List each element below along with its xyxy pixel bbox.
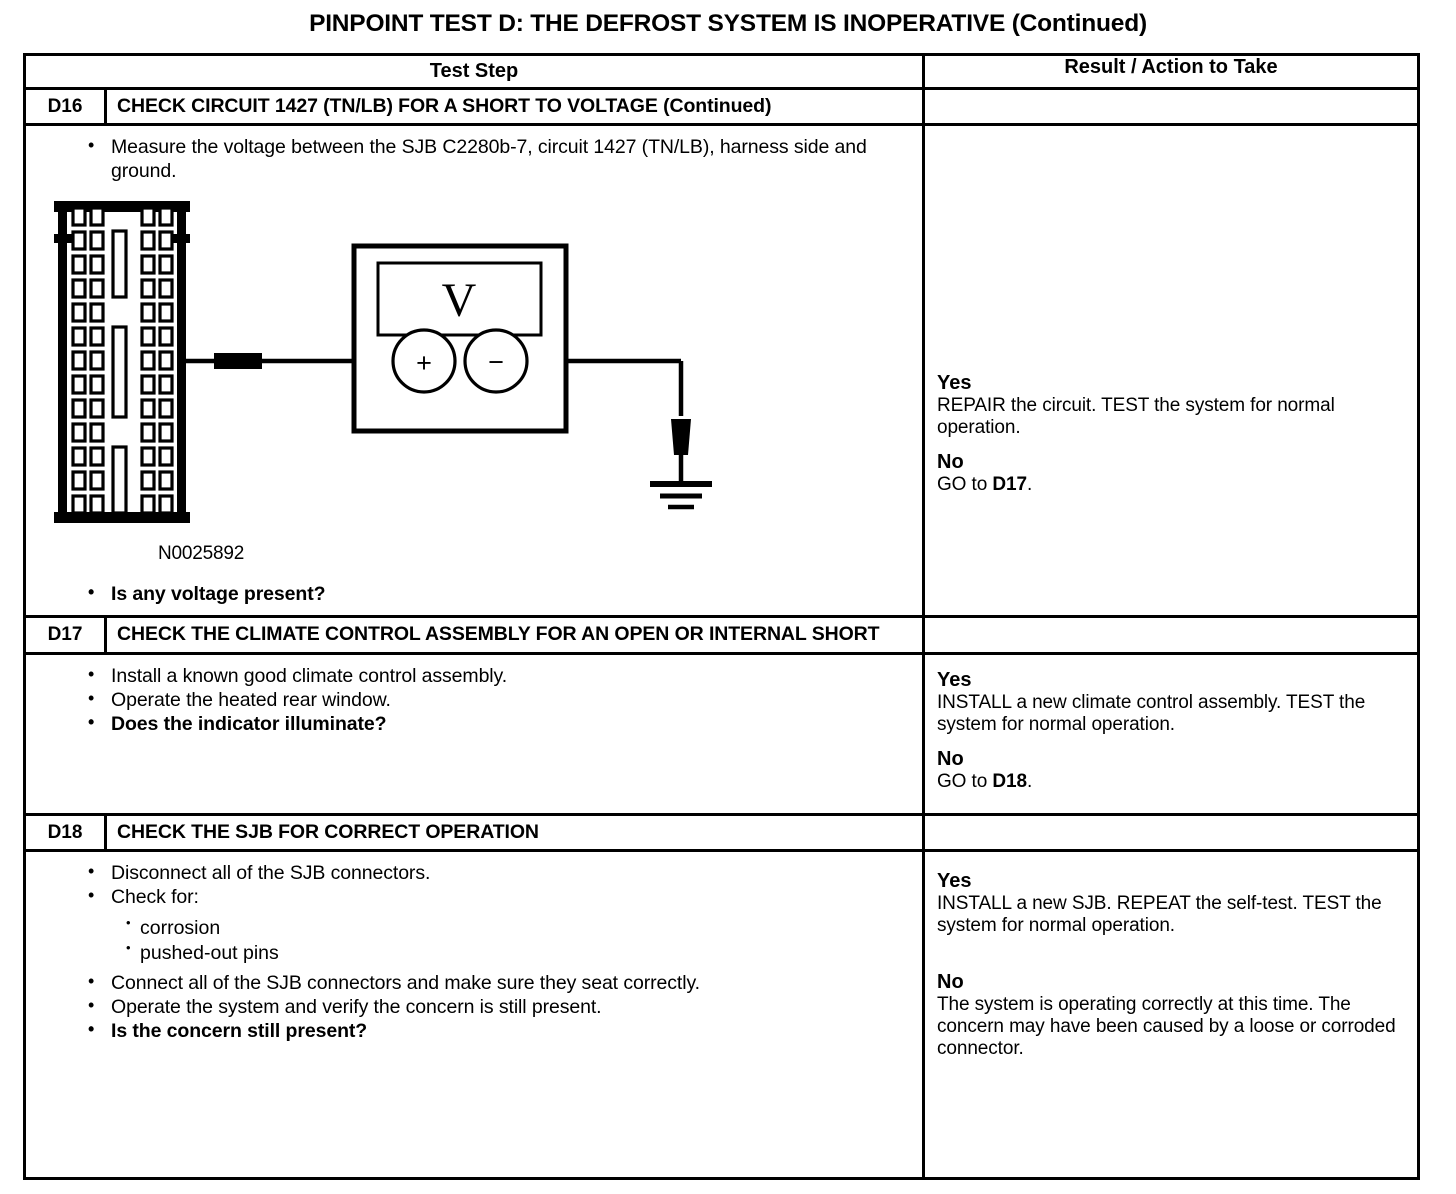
result-answer-yes-d18: Yes (937, 869, 972, 892)
step-id-d16: D16 (26, 90, 107, 124)
step-title-row-d17: D17 CHECK THE CLIMATE CONTROL ASSEMBLY F… (26, 618, 1417, 655)
step-content-d17: Install a known good climate control ass… (26, 654, 925, 813)
result-action-yes-d16: REPAIR the circuit. TEST the system for … (937, 394, 1335, 438)
step-body-row-d16: Measure the voltage between the SJB C228… (26, 126, 1417, 619)
question-list-d16: Is any voltage present? (36, 582, 912, 606)
step-title-cell-d17: D17 CHECK THE CLIMATE CONTROL ASSEMBLY F… (26, 618, 925, 652)
header-label-test-step: Test Step (429, 60, 519, 82)
result-action-yes-d18: INSTALL a new SJB. REPEAT the self-test.… (937, 892, 1382, 936)
multimeter-negative-terminal (463, 328, 529, 394)
result-content-d17: Yes INSTALL a new climate control assemb… (925, 655, 1417, 813)
connector-right-wall (177, 201, 186, 523)
list-item: Measure the voltage between the SJB C228… (36, 135, 912, 183)
positive-terminal-label: + (416, 348, 432, 378)
list-item: Connect all of the SJB connectors and ma… (36, 971, 912, 995)
bullet-list-d18-after: Connect all of the SJB connectors and ma… (36, 971, 912, 1044)
step-id-d17: D17 (26, 618, 107, 652)
result-answer-yes-d16: Yes (937, 371, 972, 394)
goto-prefix: GO to (937, 770, 993, 792)
step-question-d17: Does the indicator illuminate? (36, 712, 912, 736)
step-question-d18: Is the concern still present? (36, 1019, 912, 1043)
step-title-row-d18: D18 CHECK THE SJB FOR CORRECT OPERATION (26, 815, 1417, 852)
wiring-diagram-svg: V + − (54, 201, 712, 523)
connector-guide-slots (111, 229, 128, 515)
result-action-yes-d17: INSTALL a new climate control assembly. … (937, 691, 1366, 735)
step-title-row-d16: D16 CHECK CIRCUIT 1427 (TN/LB) FOR A SHO… (26, 90, 1417, 127)
multimeter-positive-terminal (391, 328, 457, 394)
goto-target-d17: D17 (992, 473, 1027, 495)
multimeter-display (376, 261, 543, 337)
step-heading-d17: CHECK THE CLIMATE CONTROL ASSEMBLY FOR A… (117, 623, 880, 646)
result-action-no-d17: GO to D18. (937, 771, 1405, 793)
list-item: pushed-out pins (36, 940, 912, 966)
step-content-d16: Measure the voltage between the SJB C228… (26, 126, 925, 616)
negative-terminal-label: − (488, 347, 504, 377)
step-body-row-d17: Install a known good climate control ass… (26, 654, 1417, 816)
step-id-d18: D18 (26, 815, 107, 849)
result-answer-no-d18: No (937, 970, 964, 993)
test-probe-block (214, 353, 262, 369)
header-label-result-action: Result / Action to Take (1064, 56, 1278, 78)
connector-pin-grid (71, 206, 174, 515)
step-title-cell-d18: D18 CHECK THE SJB FOR CORRECT OPERATION (26, 815, 925, 849)
list-item: Install a known good climate control ass… (36, 664, 912, 688)
multimeter-display-value: V (442, 274, 477, 327)
result-cell-d16-title-spacer (925, 90, 1417, 123)
pinpoint-test-table: Test Step Result / Action to Take D16 CH… (23, 53, 1420, 1180)
list-item: corrosion (36, 915, 912, 941)
header-cell-result-action: Result / Action to Take (925, 56, 1417, 87)
step-heading-d18: CHECK THE SJB FOR CORRECT OPERATION (117, 820, 539, 843)
connector-top-flange (54, 201, 190, 212)
bullet-list-d18: Disconnect all of the SJB connectors. Ch… (36, 861, 912, 910)
figure-d16-voltage-measurement: V + − N0025892 (36, 191, 896, 581)
list-item: Check for: (36, 885, 912, 909)
result-answer-yes-d17: Yes (937, 668, 972, 691)
result-cell-d17: Yes INSTALL a new climate control assemb… (925, 655, 1417, 813)
ground-probe (671, 419, 691, 455)
result-cell-d18-title-spacer (925, 816, 1417, 849)
goto-target-d18: D18 (992, 770, 1027, 792)
bullet-list-d17: Install a known good climate control ass… (36, 664, 912, 737)
goto-suffix: . (1026, 770, 1033, 792)
step-content-d18: Disconnect all of the SJB connectors. Ch… (26, 851, 925, 1177)
result-content-d16: Yes REPAIR the circuit. TEST the system … (925, 362, 1417, 616)
result-cell-d18: Yes INSTALL a new SJB. REPEAT the self-t… (925, 852, 1417, 1177)
step-question-d16: Is any voltage present? (36, 582, 912, 606)
table-header-row: Test Step Result / Action to Take (26, 56, 1417, 90)
figure-caption-d16: N0025892 (158, 543, 245, 564)
list-item: Disconnect all of the SJB connectors. (36, 861, 912, 885)
header-cell-test-step: Test Step (26, 56, 925, 87)
step-heading-d16: CHECK CIRCUIT 1427 (TN/LB) FOR A SHORT T… (117, 95, 772, 117)
bullet-list-d16: Measure the voltage between the SJB C228… (36, 135, 912, 183)
goto-suffix: . (1026, 473, 1033, 495)
list-item: Operate the system and verify the concer… (36, 995, 912, 1019)
result-action-no-d16: GO to D17. (937, 474, 1405, 496)
result-cell-d16: Yes REPAIR the circuit. TEST the system … (925, 126, 1417, 615)
list-item: Operate the heated rear window. (36, 688, 912, 712)
sub-bullet-list-d18: corrosion pushed-out pins (36, 915, 912, 966)
result-gap (937, 949, 1405, 971)
goto-prefix: GO to (937, 473, 993, 495)
step-body-row-d18: Disconnect all of the SJB connectors. Ch… (26, 851, 1417, 1177)
connector-left-wall (58, 201, 67, 523)
page-title: PINPOINT TEST D: THE DEFROST SYSTEM IS I… (309, 10, 1147, 37)
result-cell-d17-title-spacer (925, 618, 1417, 651)
result-answer-no-d16: No (937, 450, 964, 473)
connector-bottom-flange (54, 512, 190, 523)
result-action-no-d18: The system is operating correctly at thi… (937, 993, 1396, 1060)
result-answer-no-d17: No (937, 747, 964, 770)
step-title-cell-d16: D16 CHECK CIRCUIT 1427 (TN/LB) FOR A SHO… (26, 90, 925, 124)
result-content-d18: Yes INSTALL a new SJB. REPEAT the self-t… (925, 852, 1417, 1080)
